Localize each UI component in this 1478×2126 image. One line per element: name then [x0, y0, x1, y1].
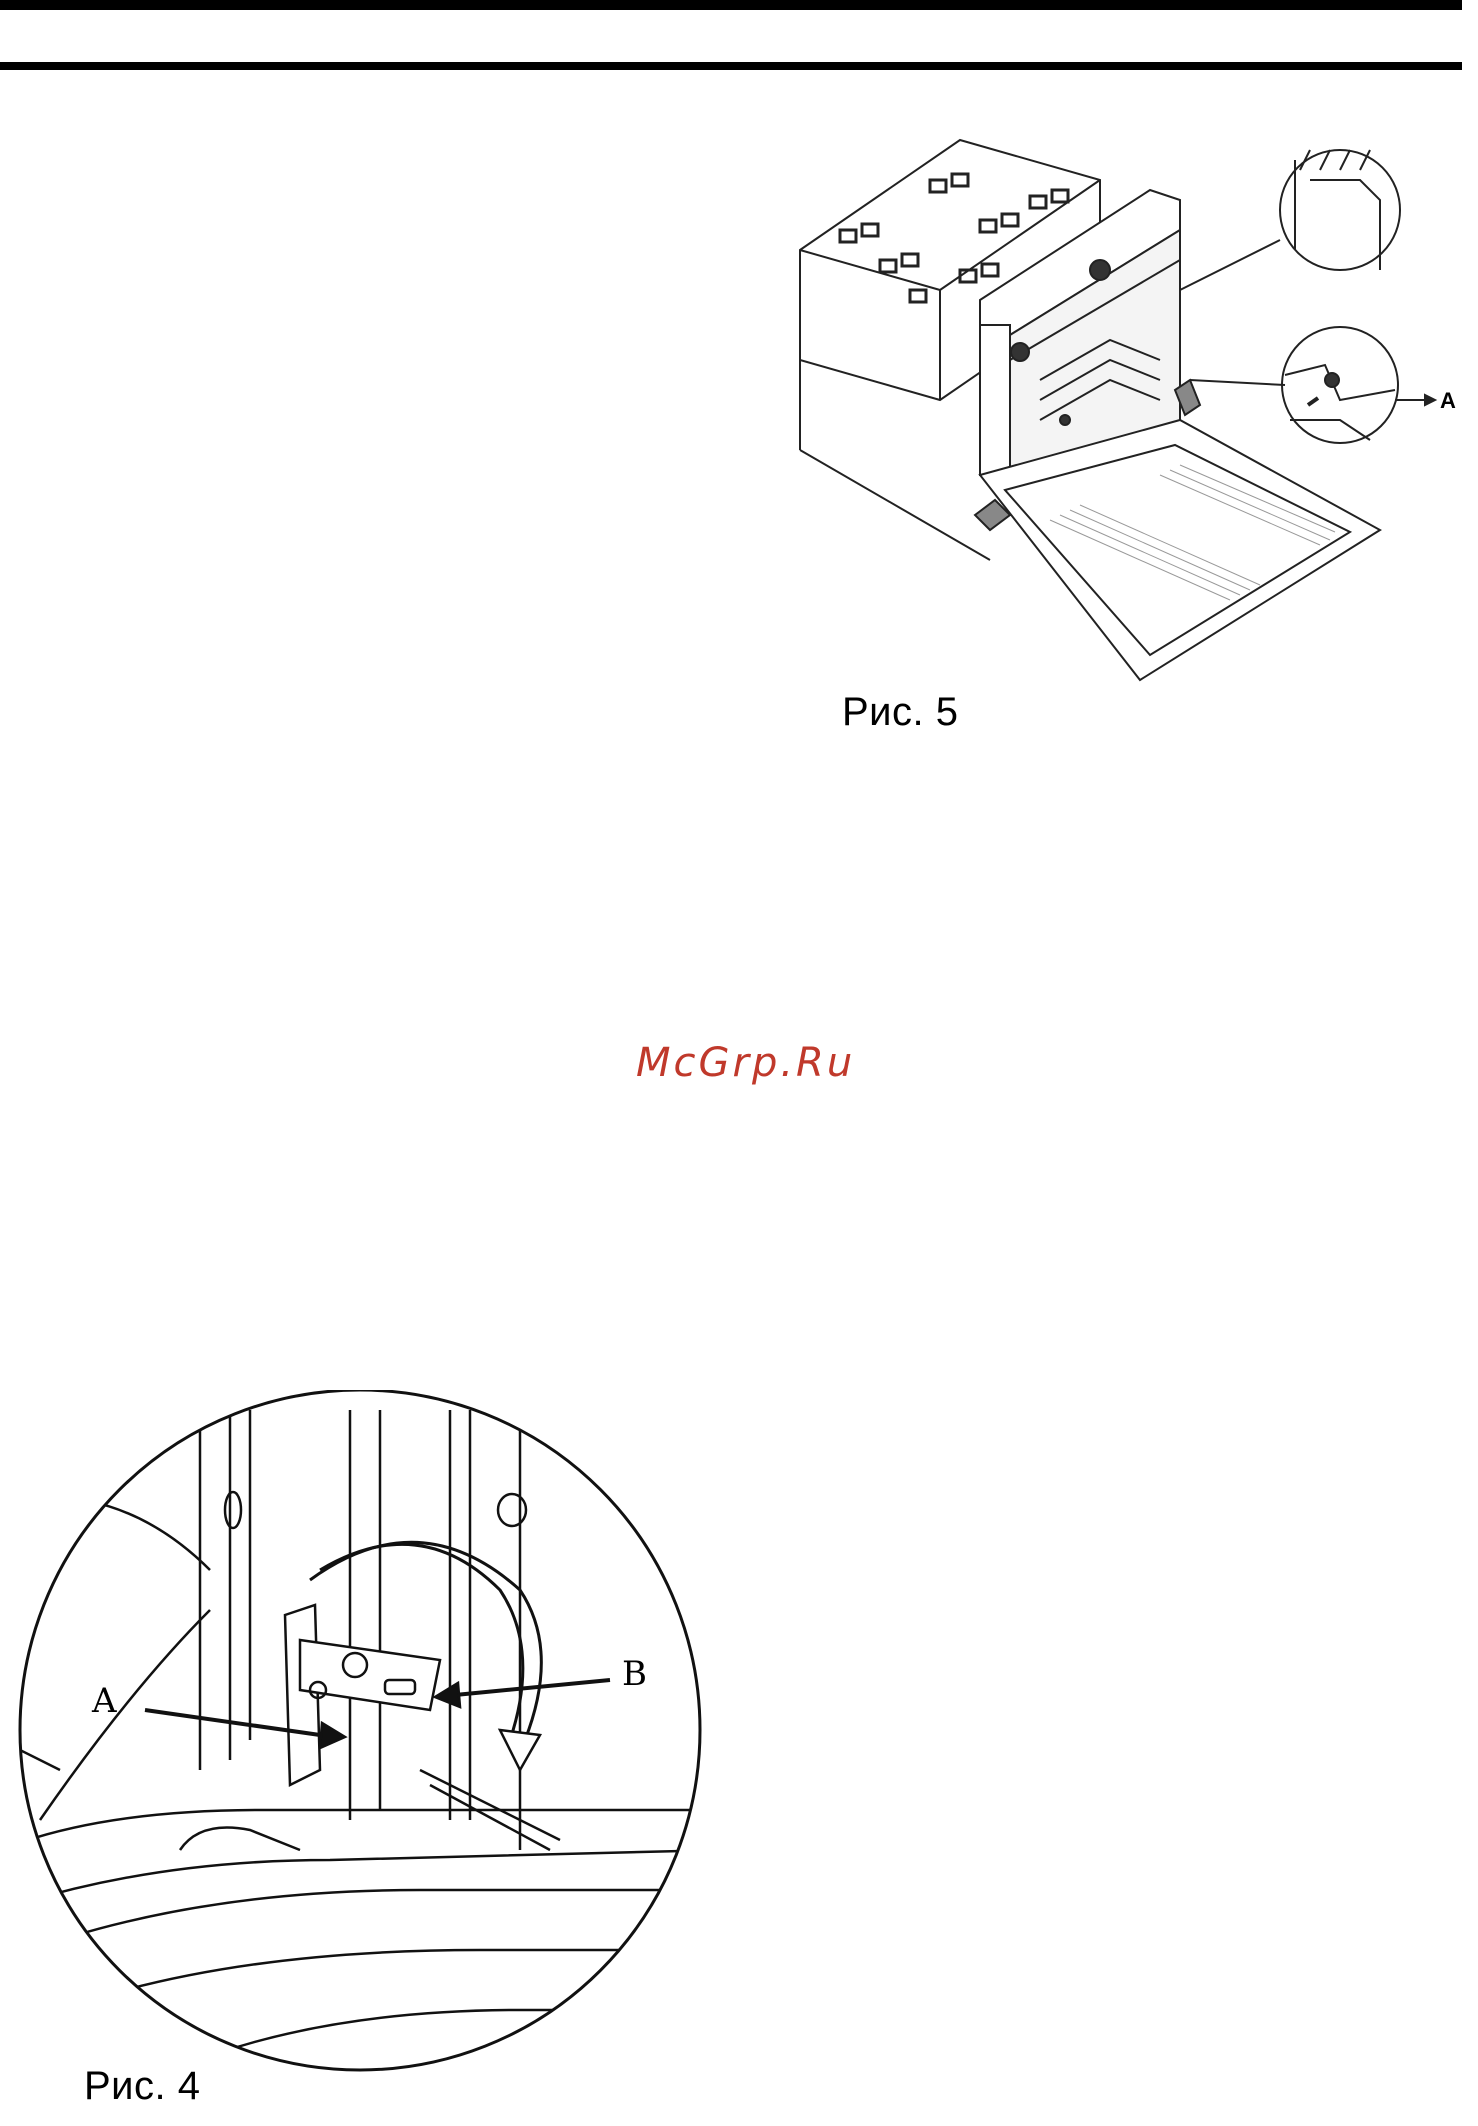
watermark: McGrp.Ru: [636, 1040, 855, 1086]
figure-5-oven-illustration: A: [780, 120, 1460, 700]
figure-5-callout-a: A: [1440, 388, 1456, 413]
rack-detail-drawing: A B: [0, 1390, 720, 2080]
figure-5-caption: Рис. 5: [842, 690, 959, 735]
figure-4-callout-a: A: [91, 1681, 117, 1721]
header-rule-top: [0, 0, 1462, 10]
figure-4-detail-illustration: A B: [0, 1390, 720, 2080]
oven-drawing: A: [780, 120, 1460, 700]
figure-4-caption: Рис. 4: [84, 2064, 201, 2109]
header-rule-second: [0, 62, 1462, 70]
figure-4-callout-b: B: [622, 1654, 647, 1694]
